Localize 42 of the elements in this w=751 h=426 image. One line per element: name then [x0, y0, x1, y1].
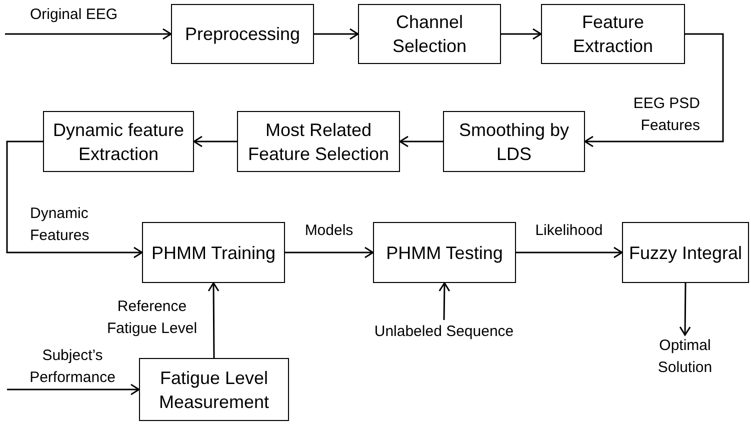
- edge-label: Dynamic Features: [30, 205, 90, 244]
- arrow: [438, 282, 450, 320]
- edge-label: Reference Fatigue Level: [106, 298, 198, 337]
- box-label: PHMM Testing: [385, 242, 504, 264]
- box-label: Dynamic feature Extraction: [52, 118, 186, 166]
- process-box: [373, 222, 516, 283]
- edge-label: Subject’s Performance: [30, 347, 116, 386]
- process-box: [443, 111, 585, 172]
- arrow: [208, 282, 220, 358]
- arrow: [501, 28, 542, 40]
- box-label: Most Related Feature Selection: [246, 118, 390, 166]
- process-box: [171, 4, 314, 64]
- process-box: [358, 4, 501, 64]
- edge-label: EEG PSD Features: [633, 95, 700, 134]
- edge-label: Likelihood: [535, 222, 603, 239]
- box-label: Feature Extraction: [572, 11, 654, 58]
- edge-label: Models: [304, 222, 354, 239]
- node-text: Unlabeled Sequence: [374, 322, 514, 342]
- box-label: Channel Selection: [391, 11, 468, 58]
- process-box: [139, 358, 289, 421]
- arrow: [193, 136, 237, 148]
- arrow: [516, 246, 623, 258]
- arrow: [314, 28, 359, 40]
- node-text: Optimal Solution: [656, 336, 714, 378]
- box-label: Smoothing by LDS: [458, 118, 570, 166]
- process-box: [541, 4, 685, 64]
- box-label: Fatigue Level Measurement: [158, 366, 270, 414]
- box-label: Preprocessing: [184, 23, 302, 46]
- box-label: Fuzzy Integral: [628, 242, 744, 264]
- box-label: PHMM Training: [150, 242, 277, 264]
- arrow: [6, 140, 143, 258]
- process-box: [142, 222, 285, 283]
- arrow: [285, 246, 374, 258]
- arrow: [679, 283, 691, 336]
- process-box: [622, 222, 749, 283]
- edge-label: Original EEG: [30, 6, 118, 23]
- arrow: [584, 33, 724, 148]
- arrow: [5, 28, 172, 40]
- arrow: [7, 384, 140, 396]
- arrow: [399, 136, 443, 148]
- process-box: [237, 111, 400, 172]
- process-box: [43, 111, 194, 172]
